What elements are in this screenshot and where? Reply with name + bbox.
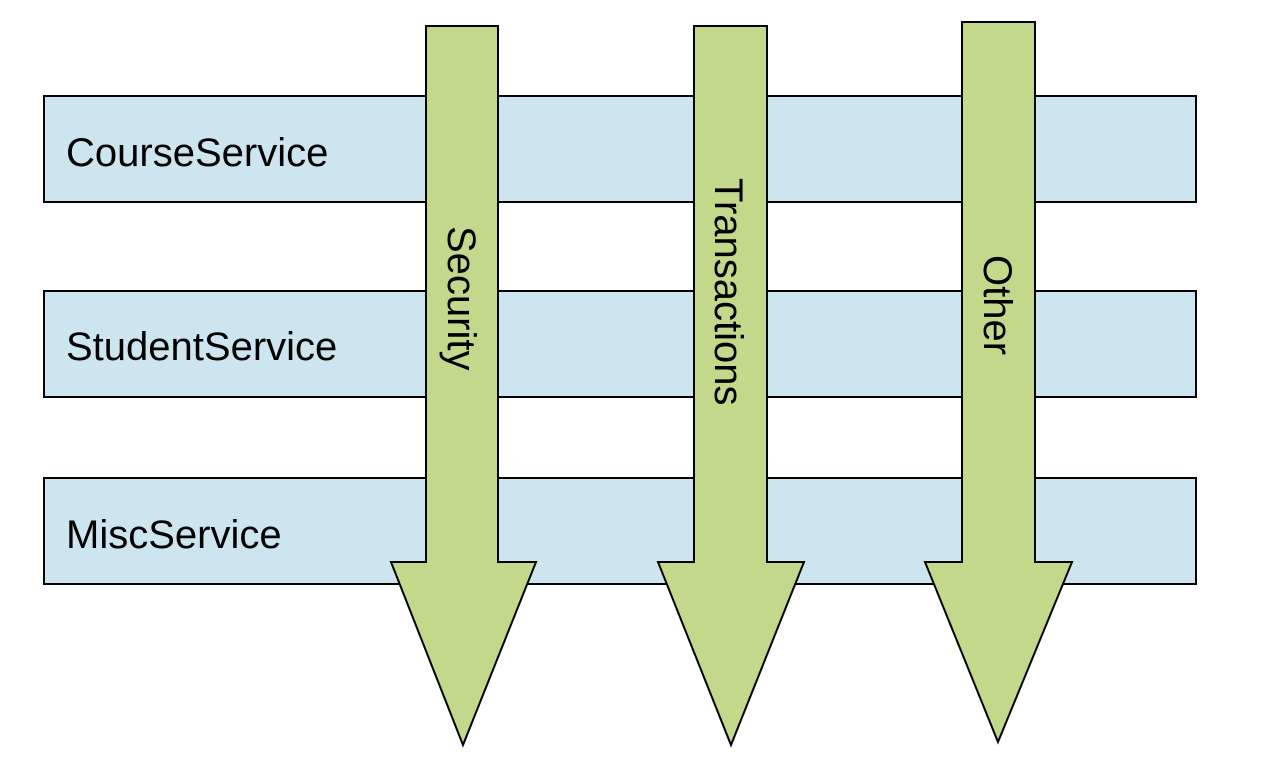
concern-label-other: Other bbox=[975, 255, 1019, 355]
concern-arrow-transactions: Transactions bbox=[656, 25, 806, 748]
other-arrow-shape bbox=[923, 21, 1074, 745]
concern-label-security: Security bbox=[439, 226, 483, 371]
concern-label-transactions: Transactions bbox=[706, 178, 750, 406]
transactions-arrow-shape bbox=[656, 25, 806, 748]
service-label-misc: MiscService bbox=[66, 513, 282, 557]
concern-arrow-other: Other bbox=[923, 21, 1074, 745]
security-arrow-shape bbox=[389, 25, 538, 748]
service-label-student: StudentService bbox=[66, 325, 337, 369]
concern-arrow-security: Security bbox=[389, 25, 538, 748]
service-label-course: CourseService bbox=[66, 131, 328, 175]
